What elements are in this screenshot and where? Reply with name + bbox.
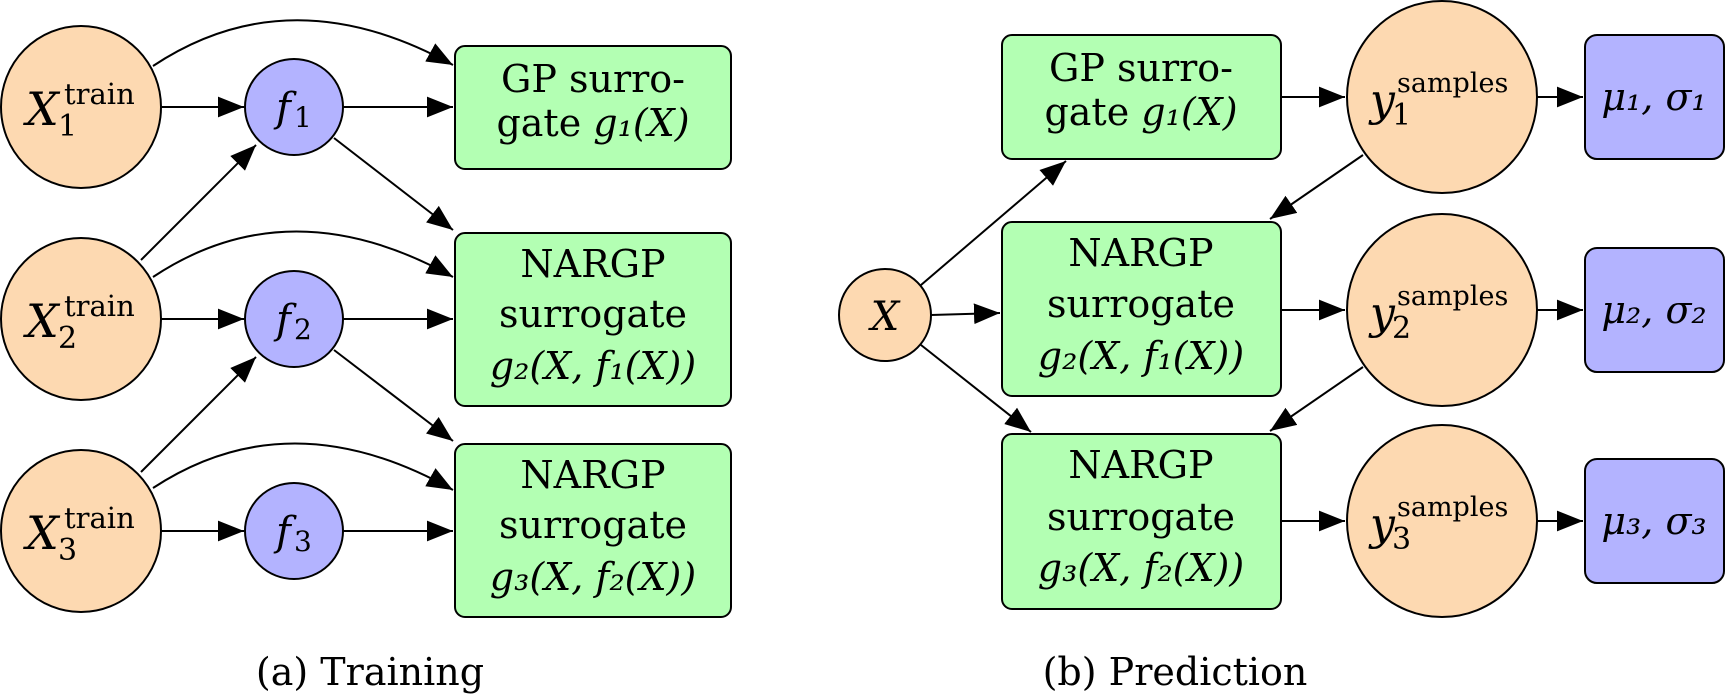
surrogate-line2: surrogate <box>1047 282 1235 326</box>
prediction-samples-node-1: y samples 1 <box>1346 0 1538 194</box>
samples-base: y <box>1368 75 1396 126</box>
training-input-node-2: X train 2 <box>0 237 162 401</box>
prediction-surrogate-box-3: NARGP surrogate g₃(X, f₂(X)) <box>1001 433 1282 610</box>
surrogate-line2: surrogate <box>499 503 687 547</box>
function-sub: 2 <box>294 313 312 346</box>
output-label: μ₂, σ₂ <box>1601 288 1706 332</box>
samples-sup: samples <box>1397 492 1508 523</box>
surrogate-line1: NARGP <box>1068 443 1213 487</box>
training-surrogate-box-2: NARGP surrogate g₂(X, f₁(X)) <box>454 232 732 407</box>
surrogate-line3: g₂(X, f₁(X)) <box>490 344 696 388</box>
surrogate-line2: surrogate <box>1047 495 1235 539</box>
samples-sup: samples <box>1397 281 1508 312</box>
edge-x2-g2-curve <box>152 230 454 278</box>
surrogate-line3: g₂(X, f₁(X)) <box>1038 334 1244 378</box>
surrogate-line1: NARGP <box>520 453 665 497</box>
output-label: μ₁, σ₁ <box>1601 75 1706 119</box>
surrogate-line1: NARGP <box>1068 231 1213 275</box>
prediction-samples-node-3: y samples 3 <box>1346 424 1538 618</box>
edge-x3-f2 <box>140 356 257 473</box>
prediction-samples-node-2: y samples 2 <box>1346 213 1538 407</box>
prediction-caption: (b) Prediction <box>1043 650 1308 694</box>
samples-sub: 2 <box>1392 311 1411 346</box>
prediction-input-node: X <box>838 268 932 362</box>
prediction-surrogate-box-2: NARGP surrogate g₂(X, f₁(X)) <box>1001 221 1282 397</box>
edge-y1-g2 <box>1269 154 1364 220</box>
samples-sub: 3 <box>1392 522 1411 557</box>
output-label: μ₃, σ₃ <box>1601 499 1706 543</box>
input-sub: 3 <box>58 533 77 568</box>
surrogate-line2: surrogate <box>499 292 687 336</box>
samples-sub: 1 <box>1392 98 1411 133</box>
samples-base: y <box>1368 499 1396 550</box>
surrogate-line2: gate g₁(X) <box>1044 90 1237 134</box>
input-base: X <box>23 294 61 348</box>
prediction-edges <box>920 86 1583 532</box>
input-sup: train <box>64 289 135 323</box>
function-sub: 1 <box>294 101 312 134</box>
edge-x-g3 <box>920 344 1032 433</box>
training-function-node-1: f 1 <box>244 58 344 156</box>
training-function-node-3: f 3 <box>244 482 344 580</box>
training-caption: (a) Training <box>256 650 484 694</box>
surrogate-line1: GP surro- <box>501 57 685 101</box>
training-input-node-3: X train 3 <box>0 449 162 613</box>
input-sub: 1 <box>58 109 77 144</box>
training-surrogate-box-3: NARGP surrogate g₃(X, f₂(X)) <box>454 443 732 618</box>
training-function-node-2: f 2 <box>244 270 344 368</box>
training-edges <box>140 19 454 542</box>
input-sub: 2 <box>58 321 77 356</box>
input-base: X <box>23 82 61 136</box>
input-label: X <box>868 294 901 340</box>
input-sup: train <box>64 501 135 535</box>
edge-f1-g2 <box>333 137 454 231</box>
surrogate-line3: g₃(X, f₂(X)) <box>490 555 696 599</box>
prediction-output-box-2: μ₂, σ₂ <box>1584 247 1725 373</box>
input-sup: train <box>64 77 135 111</box>
samples-base: y <box>1368 288 1396 339</box>
prediction-output-box-1: μ₁, σ₁ <box>1584 34 1725 160</box>
surrogate-line1: GP surro- <box>1049 46 1233 90</box>
samples-sup: samples <box>1397 68 1508 99</box>
function-sub: 3 <box>294 525 312 558</box>
input-base: X <box>23 506 61 560</box>
training-surrogate-box-1: GP surro- gate g₁(X) <box>454 45 732 170</box>
surrogate-line3: g₃(X, f₂(X)) <box>1038 546 1244 590</box>
edge-x-g2 <box>930 303 1001 325</box>
edge-x2-f1 <box>140 144 257 261</box>
surrogate-line2: gate g₁(X) <box>496 101 689 145</box>
edge-x3-g3-curve <box>152 442 454 491</box>
prediction-surrogate-box-1: GP surro- gate g₁(X) <box>1001 34 1282 160</box>
prediction-output-box-3: μ₃, σ₃ <box>1584 458 1725 584</box>
surrogate-line1: NARGP <box>520 242 665 286</box>
edge-y2-g3 <box>1269 366 1364 432</box>
edge-x-g1 <box>920 160 1067 286</box>
edge-f2-g3 <box>333 349 454 442</box>
edge-x1-g1-curve <box>152 19 454 67</box>
training-input-node-1: X train 1 <box>0 25 162 189</box>
